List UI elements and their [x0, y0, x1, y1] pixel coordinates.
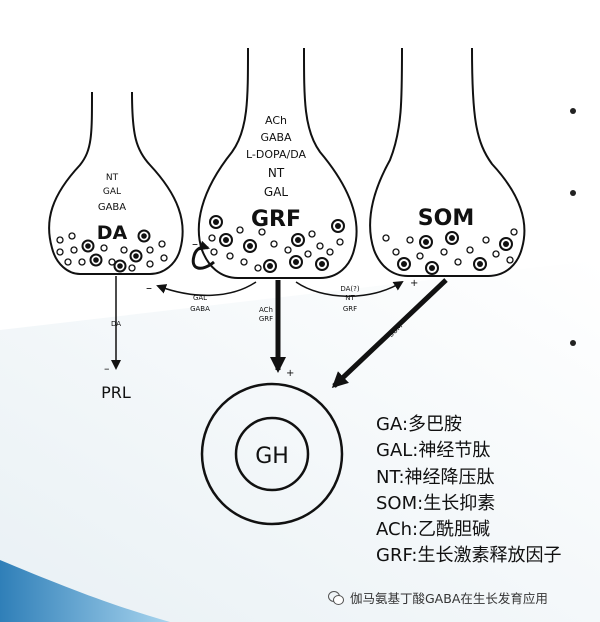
- gh-cell: GH: [200, 382, 344, 526]
- grf-to-som-label-0: DA(?): [340, 285, 360, 293]
- grf-to-da-label-0: GAL: [193, 294, 207, 302]
- slide-bullet: [570, 108, 576, 114]
- legend-item: SOM:生长抑素: [376, 492, 496, 514]
- legend-item: GAL:神经节肽: [376, 440, 491, 462]
- grf-vesicles: [208, 215, 345, 273]
- da-output-label: DA: [111, 320, 121, 328]
- slide-bullet: [570, 340, 576, 346]
- grf-to-som-label-1: NT: [345, 294, 355, 302]
- grf-to-gh-arrow: ACh GRF +: [259, 280, 294, 379]
- grf-content-1: GABA: [260, 131, 292, 144]
- grf-output-label-0: ACh: [259, 306, 273, 314]
- grf-content-0: ACh: [265, 114, 287, 127]
- grf-output-label-1: GRF: [259, 315, 273, 323]
- watermark: 伽马氨基丁酸GABA在生长发育应用: [328, 585, 548, 609]
- grf-output-sign: +: [286, 368, 294, 379]
- da-content-1: GAL: [103, 187, 121, 197]
- abbreviation-legend: GA:多巴胺 GAL:神经节肽 NT:神经降压肽 SOM:生长抑素 ACh:乙酰…: [376, 412, 600, 570]
- da-neuron-outline: [48, 91, 184, 275]
- som-neuron-outline: [369, 47, 526, 277]
- watermark-text: 伽马氨基丁酸GABA在生长发育应用: [350, 590, 548, 606]
- grf-autoinhibition-arrow: [191, 240, 215, 270]
- grf-content-3: NT: [268, 166, 285, 180]
- legend-item: ACh:乙酰胆碱: [376, 519, 491, 541]
- grf-to-som-sign: +: [410, 278, 418, 289]
- som-neuron: SOM: [369, 47, 526, 277]
- da-content-0: NT: [106, 173, 119, 183]
- grf-to-da-arrow: GAL GABA –: [146, 281, 257, 313]
- da-neuron-label: DA: [97, 222, 128, 244]
- prl-label: PRL: [101, 383, 131, 402]
- grf-neuron: ACh GABA L-DOPA/DA NT GAL GRF: [191, 47, 358, 279]
- legend-item: GA:多巴胺: [376, 414, 463, 435]
- legend-item: GRF:生长激素释放因子: [376, 545, 562, 567]
- wechat-icon: [328, 590, 344, 605]
- legend-item: NT:神经降压肽: [376, 466, 495, 488]
- da-neuron: NT GAL GABA DA: [48, 91, 184, 275]
- grf-to-da-label-1: GABA: [190, 305, 210, 313]
- grf-neuron-outline: [197, 47, 358, 279]
- da-to-prl-arrow: DA –: [104, 276, 121, 375]
- som-neuron-label: SOM: [418, 206, 474, 231]
- grf-to-da-sign: –: [146, 281, 152, 295]
- slide-bullet: [570, 190, 576, 196]
- grf-to-som-label-2: GRF: [343, 305, 357, 313]
- da-output-sign: –: [104, 362, 110, 375]
- grf-neuron-label: GRF: [251, 207, 301, 232]
- grf-to-som-arrow: DA(?) NT GRF +: [295, 278, 418, 313]
- grf-self-sign: –: [192, 237, 198, 251]
- gh-label: GH: [255, 444, 289, 469]
- da-vesicles: [56, 229, 168, 273]
- som-vesicles: [382, 228, 518, 275]
- grf-content-2: L-DOPA/DA: [246, 148, 306, 161]
- grf-content-4: GAL: [264, 185, 289, 199]
- da-content-2: GABA: [98, 202, 126, 213]
